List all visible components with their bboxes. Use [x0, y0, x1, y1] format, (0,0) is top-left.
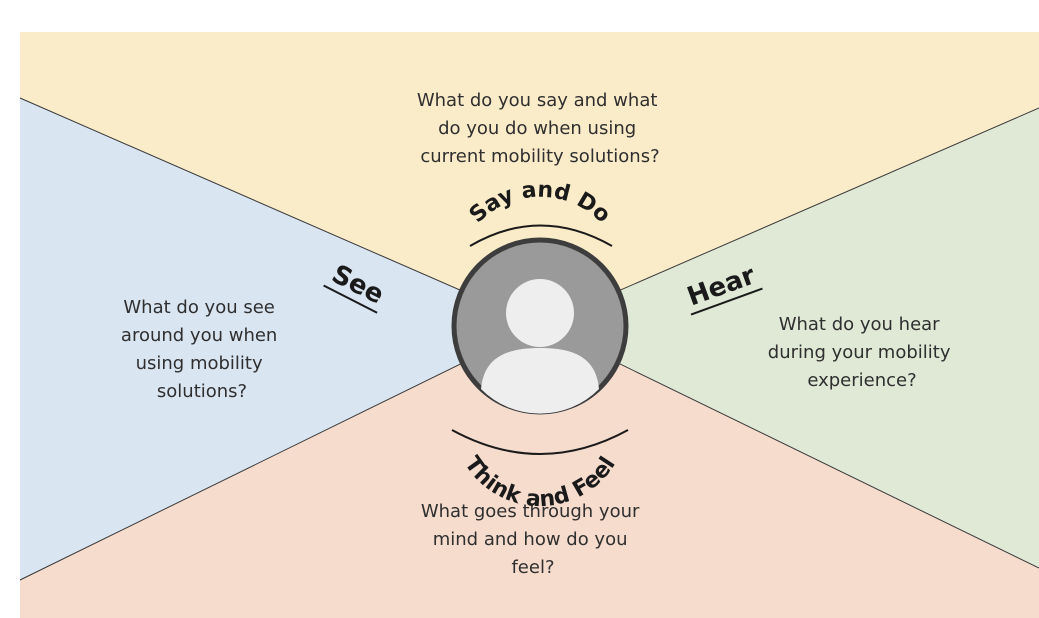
- think-and-feel-prompt-line: mind and how do you: [433, 529, 628, 550]
- say-and-do-prompt-line: What do you say and what: [417, 90, 658, 111]
- say-and-do-underline: [469, 224, 613, 247]
- user-avatar-icon: [451, 237, 629, 415]
- think-and-feel-prompt-line: What goes through your: [421, 501, 640, 522]
- see-underline: [323, 284, 378, 314]
- think-and-feel-underline: [451, 429, 629, 455]
- quadrants: [20, 32, 1039, 618]
- divider-line-bottom-left: [19, 324, 541, 581]
- divider-line-top-left: [19, 97, 541, 326]
- think-and-feel-prompt-line: feel?: [511, 557, 554, 578]
- quadrant-hear: [540, 108, 1039, 568]
- divider-line-bottom-right: [539, 324, 1039, 569]
- hear-prompt-line: What do you hear: [779, 314, 940, 335]
- divider-lines: [19, 97, 1039, 581]
- see-prompt-line: using mobility: [136, 353, 263, 374]
- hear-prompt-line: experience?: [807, 370, 916, 391]
- hear-underline: [690, 287, 763, 316]
- see-prompt-line: solutions?: [157, 381, 247, 402]
- quadrant-see: [20, 98, 540, 580]
- hear-prompt-line: during your mobility: [768, 342, 951, 363]
- say-and-do-prompt-line: current mobility solutions?: [420, 146, 659, 167]
- say-and-do-prompt-line: do you do when using: [438, 118, 636, 139]
- think-and-feel-prompt: What goes through your mind and how do y…: [421, 501, 645, 578]
- say-and-do-prompt: What do you say and what do you do when …: [417, 90, 663, 167]
- see-prompt-line: around you when: [121, 325, 277, 346]
- see-prompt-line: What do you see: [123, 297, 275, 318]
- quadrant-think-and-feel: [20, 325, 1039, 618]
- hear-prompt: What do you hear during your mobility ex…: [768, 314, 956, 391]
- quadrant-say-and-do: [20, 32, 1039, 325]
- divider-line-top-right: [539, 107, 1039, 326]
- see-prompt: What do you see around you when using mo…: [121, 297, 283, 402]
